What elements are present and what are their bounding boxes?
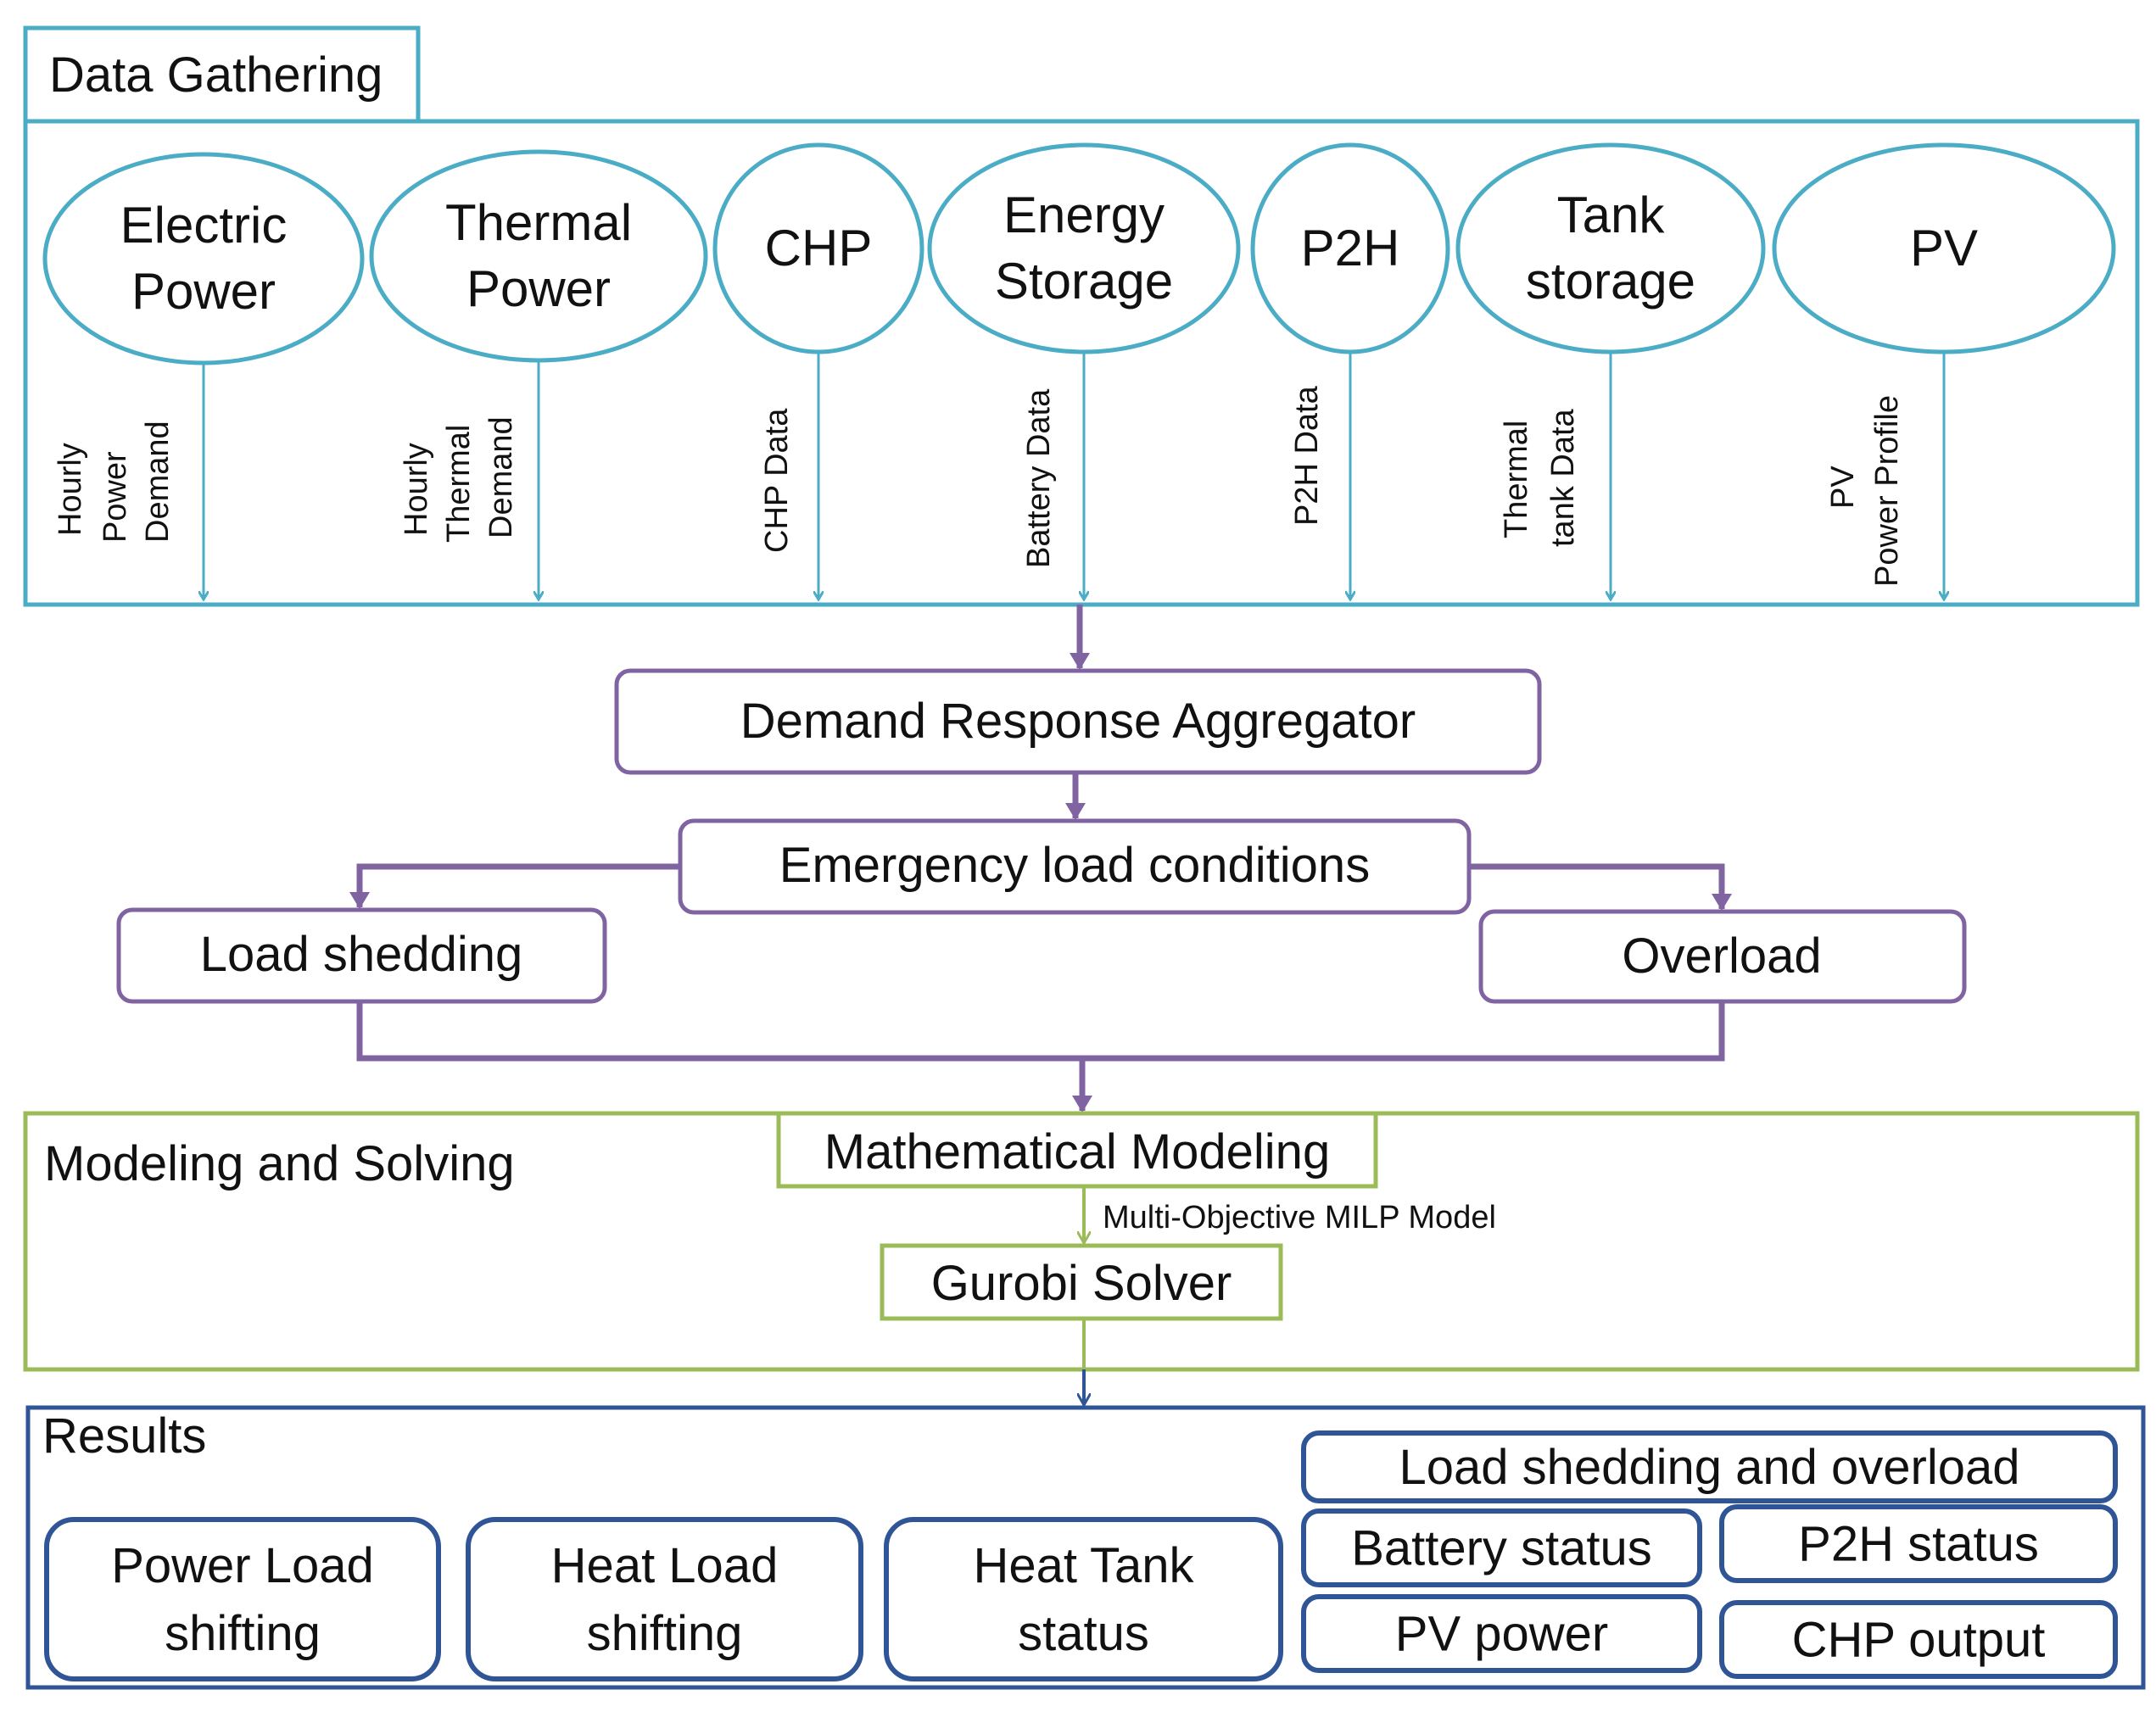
source-label: P2H bbox=[1301, 220, 1400, 276]
result-box bbox=[1301, 1430, 2118, 1503]
result-label: Heat Load bbox=[551, 1538, 779, 1593]
solver-box bbox=[880, 1243, 1283, 1321]
emergency-label: Emergency load conditions bbox=[779, 838, 1370, 893]
source-label: Power bbox=[131, 263, 276, 320]
milp-edge-label: Multi-Objective MILP Model bbox=[1103, 1200, 1496, 1235]
source-data-label: Demand bbox=[140, 421, 176, 543]
data-source-5: P2H P2H Data bbox=[1250, 142, 1450, 599]
source-data-label: Demand bbox=[483, 416, 519, 538]
results-section: Results Power Load shifting Heat Load shift… bbox=[25, 1405, 2146, 1690]
source-label: Energy bbox=[1003, 187, 1165, 243]
result-label: shifting bbox=[165, 1606, 321, 1661]
result-label: status bbox=[1018, 1606, 1149, 1661]
source-label: Tank bbox=[1557, 187, 1666, 243]
source-ellipse bbox=[927, 142, 1241, 354]
overload-label: Overload bbox=[1622, 928, 1821, 984]
source-data-label: P2H Data bbox=[1289, 385, 1325, 526]
source-data-label: Power Profile bbox=[1869, 395, 1905, 587]
data-gathering-title: Data Gathering bbox=[49, 47, 383, 103]
result-box bbox=[1301, 1508, 1702, 1587]
results-title: Results bbox=[42, 1408, 206, 1464]
result-item-7: PV power bbox=[1301, 1594, 1702, 1673]
result-label: Load shedding and overload bbox=[1399, 1440, 2019, 1495]
source-label: Thermal bbox=[445, 194, 632, 251]
result-item-5: Battery status bbox=[1301, 1508, 1702, 1587]
source-label: CHP bbox=[765, 220, 873, 276]
result-item-6: P2H status bbox=[1719, 1504, 2118, 1583]
source-data-label: Thermal bbox=[441, 425, 477, 543]
result-label: P2H status bbox=[1798, 1517, 2039, 1572]
source-data-label: Hourly bbox=[53, 443, 88, 536]
arrow-to-load-shedding bbox=[349, 863, 680, 909]
result-item-1: Power Load shifting bbox=[44, 1517, 441, 1681]
result-box bbox=[1719, 1600, 2118, 1679]
demand-response-section: Demand Response Aggregator Emergency loa… bbox=[116, 605, 1967, 1113]
result-box bbox=[1301, 1594, 1702, 1673]
modeling-title: Modeling and Solving bbox=[44, 1136, 515, 1191]
source-ellipse bbox=[1455, 142, 1766, 354]
source-data-label: Hourly bbox=[399, 443, 434, 536]
source-data-label: CHP Data bbox=[759, 408, 795, 553]
arrow-to-overload bbox=[1469, 863, 1732, 911]
results-frame bbox=[25, 1405, 2146, 1690]
modeling-section: Modeling and Solving Mathematical Modeli… bbox=[23, 1111, 2140, 1405]
source-data-label: tank Data bbox=[1545, 408, 1581, 547]
result-box bbox=[1719, 1504, 2118, 1583]
math-model-label: Mathematical Modeling bbox=[824, 1124, 1330, 1179]
source-ellipse bbox=[369, 149, 708, 363]
source-data-label: Power bbox=[98, 451, 133, 543]
result-item-4: Load shedding and overload bbox=[1301, 1430, 2118, 1503]
solver-label: Gurobi Solver bbox=[931, 1256, 1232, 1311]
load-shedding-label: Load shedding bbox=[200, 927, 523, 982]
result-label: Battery status bbox=[1351, 1521, 1652, 1576]
result-label: PV power bbox=[1395, 1607, 1608, 1662]
result-item-8: CHP output bbox=[1719, 1600, 2118, 1679]
merge-line bbox=[356, 1001, 1725, 1062]
result-box bbox=[884, 1517, 1283, 1681]
result-label: shifting bbox=[587, 1606, 743, 1661]
source-label: PV bbox=[1910, 220, 1978, 276]
math-model-box bbox=[776, 1111, 1378, 1189]
source-label: Electric bbox=[120, 197, 288, 254]
data-source-3: CHP CHP Data bbox=[712, 142, 924, 599]
source-label: Power bbox=[466, 260, 611, 317]
result-item-3: Heat Tank status bbox=[884, 1517, 1283, 1681]
result-box bbox=[466, 1517, 863, 1681]
result-label: Heat Tank bbox=[973, 1538, 1194, 1593]
source-data-label: Battery Data bbox=[1021, 388, 1057, 568]
source-ellipse bbox=[42, 152, 365, 365]
source-label: Storage bbox=[995, 253, 1173, 309]
result-label: Power Load bbox=[111, 1538, 374, 1593]
result-label: CHP output bbox=[1792, 1613, 2046, 1668]
source-label: storage bbox=[1526, 253, 1695, 309]
aggregator-label: Demand Response Aggregator bbox=[740, 694, 1416, 749]
data-gathering-tab bbox=[23, 25, 421, 124]
source-data-label: Thermal bbox=[1499, 421, 1534, 538]
result-item-2: Heat Load shifting bbox=[466, 1517, 863, 1681]
source-data-label: PV bbox=[1825, 466, 1861, 509]
result-box bbox=[44, 1517, 441, 1681]
